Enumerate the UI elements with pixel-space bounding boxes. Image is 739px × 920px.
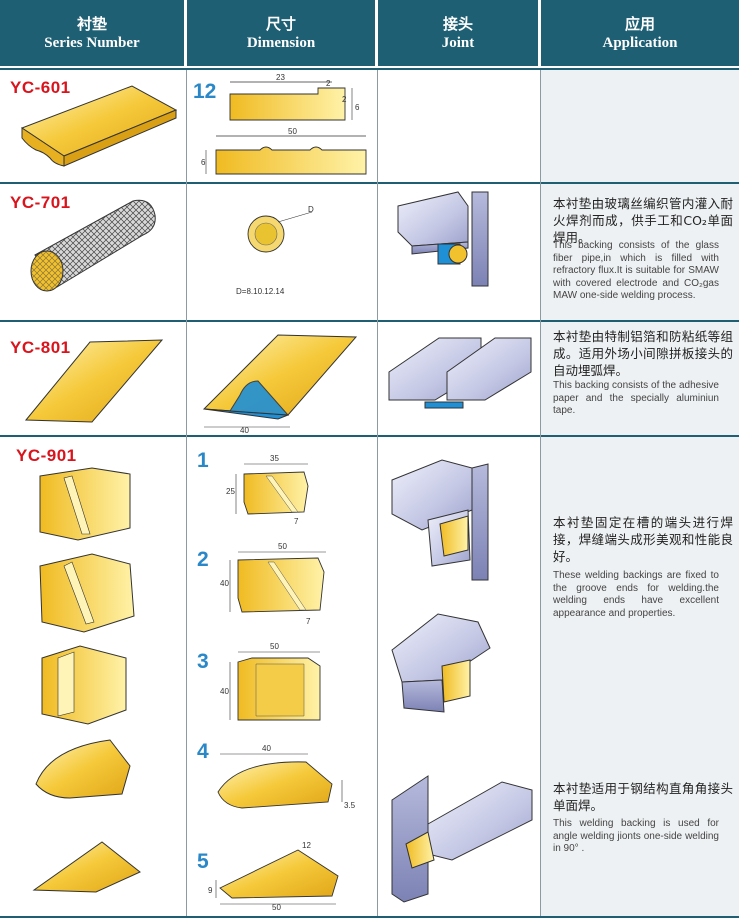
yc901-v4-dim-40: 40 bbox=[262, 744, 271, 753]
row-separator bbox=[0, 320, 739, 322]
yc901-dimension-drawings: 35 25 7 50 40 7 50 40 40 3.5 12 9 50 bbox=[208, 454, 356, 910]
series-code-yc801: YC-801 bbox=[10, 338, 71, 357]
yc601-dim-23: 23 bbox=[276, 73, 285, 82]
yc901-joint-images bbox=[391, 459, 533, 903]
yc801-dim-40: 40 bbox=[240, 426, 249, 435]
header-series-en: Series Number bbox=[44, 35, 140, 51]
yc901-v1-dim-35: 35 bbox=[270, 454, 279, 463]
yc901-v5-dim-9: 9 bbox=[208, 886, 213, 895]
series-code-yc701: YC-701 bbox=[10, 193, 71, 212]
yc601-backing-image bbox=[20, 85, 178, 167]
yc701-backing-image bbox=[30, 199, 156, 292]
yc901-application-corner-zh: 本衬垫适用于钢结构直角角接头单面焊。 bbox=[553, 781, 733, 813]
yc901-v2-dim-40: 40 bbox=[220, 579, 229, 588]
yc701-joint-image bbox=[397, 191, 489, 287]
yc901-application-corner-en: This welding backing is used for angle w… bbox=[553, 818, 719, 854]
header-dimension-zh: 尺寸 bbox=[265, 15, 296, 33]
header-application-en: Application bbox=[602, 35, 678, 51]
yc901-v3-dim-50: 50 bbox=[270, 642, 279, 651]
yc601-dim-2b: 2 bbox=[342, 95, 347, 104]
yc901-v5-dim-12: 12 bbox=[302, 841, 311, 850]
yc601-dim-2a: 2 bbox=[326, 79, 331, 88]
yc901-v2-dim-7: 7 bbox=[306, 617, 311, 626]
column-separator bbox=[377, 70, 378, 916]
yc801-backing-image bbox=[24, 339, 164, 423]
header-joint-zh: 接头 bbox=[442, 15, 473, 33]
series-code-yc901: YC-901 bbox=[16, 446, 77, 465]
yc901-v1-dim-25: 25 bbox=[226, 487, 235, 496]
row-separator bbox=[0, 435, 739, 437]
header-application-zh: 应用 bbox=[624, 15, 655, 33]
yc701-application-en: This backing consists of the glass fiber… bbox=[553, 240, 719, 301]
yc801-application-en: This backing consists of the adhesive pa… bbox=[553, 380, 719, 416]
yc901-variant-2-number: 2 bbox=[197, 548, 209, 571]
yc801-application-zh: 本衬垫由特制铝箔和防粘纸等组成。适用外场小间隙拼板接头的自动埋弧焊。 bbox=[553, 329, 733, 378]
header-dimension-en: Dimension bbox=[246, 35, 316, 51]
row-separator bbox=[0, 182, 739, 184]
column-separator bbox=[186, 70, 187, 916]
row-separator bbox=[0, 916, 739, 918]
yc901-variant-4-number: 4 bbox=[197, 740, 209, 763]
yc901-backing-images bbox=[32, 467, 141, 893]
yc601-dim-6a: 6 bbox=[355, 103, 360, 112]
yc901-v5-dim-50: 50 bbox=[272, 903, 281, 910]
header-application: 应用 Application bbox=[541, 0, 739, 66]
yc701-dimension-drawing: D D=8.10.12.14 bbox=[236, 205, 314, 296]
yc801-dimension-drawing: 40 bbox=[202, 334, 358, 435]
header-series-zh: 衬垫 bbox=[76, 15, 107, 33]
yc901-variant-3-number: 3 bbox=[197, 650, 209, 673]
yc601-dimension-drawing: 23 2 2 6 50 6 bbox=[201, 73, 367, 175]
header-series: 衬垫 Series Number bbox=[0, 0, 187, 66]
yc901-v1-dim-7: 7 bbox=[294, 517, 299, 526]
yc601-dim-6b: 6 bbox=[201, 158, 206, 167]
yc901-application-zh: 本衬垫固定在槽的端头进行焊接，焊缝端头成形美观和性能良好。 bbox=[553, 515, 733, 564]
yc701-application-zh: 本衬垫由玻璃丝编织管内灌入耐火焊剂而成，供手工和CO₂单面焊用。 bbox=[553, 196, 733, 245]
yc601-dim-number: 12 bbox=[193, 80, 217, 103]
column-separator bbox=[540, 70, 541, 916]
application-column-bg bbox=[541, 70, 739, 918]
series-code-yc601: YC-601 bbox=[10, 78, 71, 97]
yc901-variant-5-number: 5 bbox=[197, 850, 209, 873]
yc901-application-en: These welding backings are fixed to the … bbox=[553, 570, 719, 619]
header-joint: 接头 Joint bbox=[378, 0, 541, 66]
yc901-v2-dim-50: 50 bbox=[278, 542, 287, 551]
yc901-v4-dim-3-5: 3.5 bbox=[344, 801, 356, 810]
yc901-variant-1-number: 1 bbox=[197, 449, 209, 472]
yc701-dim-d: D bbox=[308, 205, 314, 214]
yc701-dim-sizes: D=8.10.12.14 bbox=[236, 287, 285, 296]
yc801-joint-image bbox=[388, 337, 532, 409]
yc901-v3-dim-40: 40 bbox=[220, 687, 229, 696]
row-separator bbox=[0, 68, 739, 70]
header-dimension: 尺寸 Dimension bbox=[187, 0, 378, 66]
yc601-dim-50: 50 bbox=[288, 127, 297, 136]
header-joint-en: Joint bbox=[441, 35, 475, 51]
